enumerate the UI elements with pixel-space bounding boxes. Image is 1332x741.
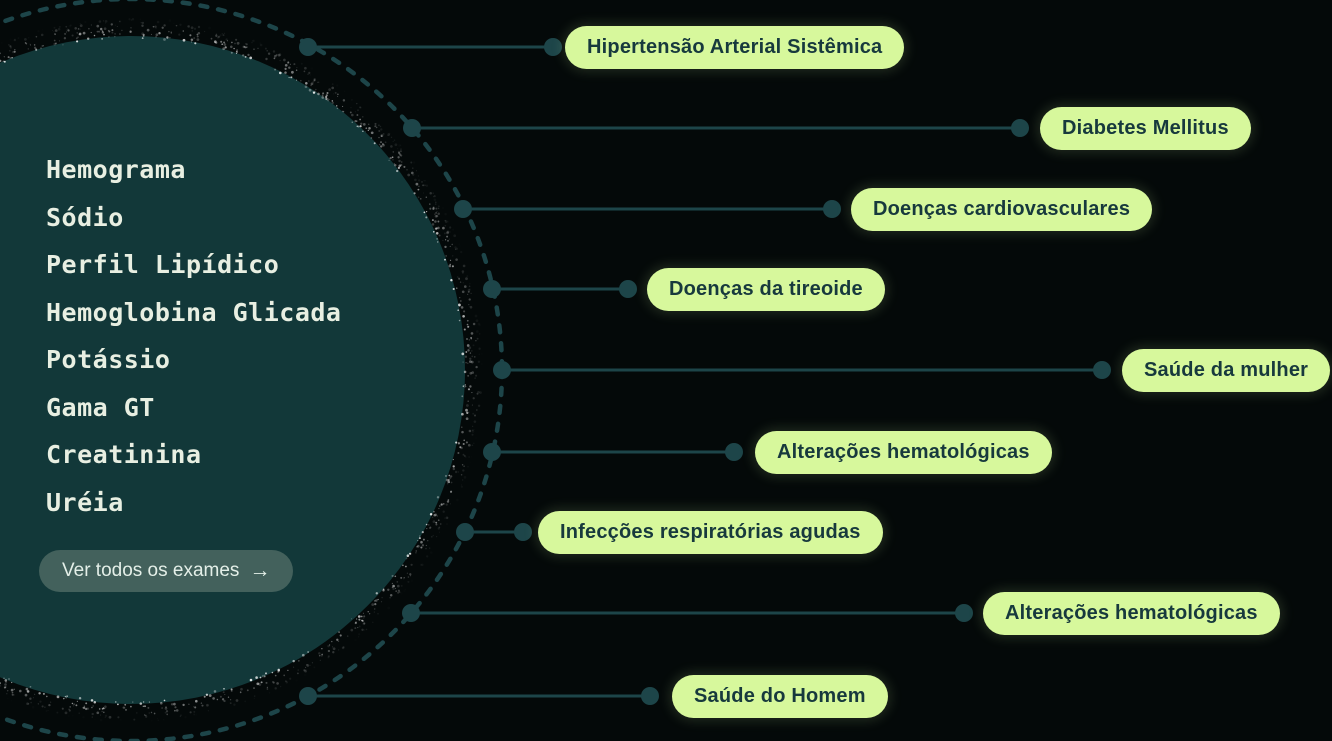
exam-list-item: Potássio [46, 345, 171, 374]
circle-grain-texture [0, 17, 482, 721]
connector-dot-pill [544, 38, 562, 56]
connector-dot-arc [454, 200, 472, 218]
exam-list-item: Hemograma [46, 155, 186, 184]
connector-dot-arc [299, 38, 317, 56]
connector-dot-pill [725, 443, 743, 461]
connector-7 [402, 604, 973, 622]
connector-3 [483, 280, 637, 298]
connector-dot-pill [641, 687, 659, 705]
connector-dot-arc [483, 280, 501, 298]
exam-list-item: Perfil Lipídico [46, 250, 280, 279]
connector-dot-pill [619, 280, 637, 298]
connector-4 [493, 361, 1111, 379]
arrow-right-icon: → [249, 558, 271, 582]
connector-dot-arc [493, 361, 511, 379]
connector-dot-arc [403, 119, 421, 137]
connector-dot-pill [955, 604, 973, 622]
connector-dot-pill [514, 523, 532, 541]
condition-pill: Saúde do Homem [672, 674, 888, 718]
connector-1 [403, 119, 1029, 137]
condition-pill: Diabetes Mellitus [1040, 106, 1251, 150]
connector-dot-pill [1093, 361, 1111, 379]
condition-pill: Saúde da mulher [1122, 348, 1331, 392]
condition-pill: Doenças cardiovasculares [851, 187, 1153, 231]
condition-pill: Hipertensão Arterial Sistêmica [565, 25, 905, 69]
connector-dot-arc [402, 604, 420, 622]
exam-list-item: Sódio [46, 202, 124, 232]
main-circle [0, 36, 465, 704]
condition-pill: Alterações hematológicas [983, 591, 1280, 635]
connector-2 [454, 200, 841, 218]
connector-dot-arc [483, 443, 501, 461]
connector-dot-arc [299, 687, 317, 705]
see-all-exams-label: Ver todos os exames [62, 560, 240, 581]
exam-list-item: Uréia [46, 487, 124, 517]
exam-list-item: Gama GT [46, 392, 155, 422]
condition-pill: Alterações hematológicas [755, 430, 1052, 474]
connector-6 [456, 523, 532, 541]
exam-list-item: Hemoglobina Glicada [46, 297, 342, 327]
connector-5 [483, 443, 743, 461]
connector-dot-arc [456, 523, 474, 541]
connector-dot-pill [1011, 119, 1029, 137]
connector-8 [299, 687, 659, 705]
connector-dot-pill [823, 200, 841, 218]
condition-pill: Infecções respiratórias agudas [538, 510, 883, 554]
see-all-exams-button[interactable]: Ver todos os exames → [39, 550, 294, 592]
condition-pill: Doenças da tireoide [647, 267, 885, 311]
exam-list-item: Creatinina [46, 440, 202, 469]
connector-0 [299, 38, 562, 56]
